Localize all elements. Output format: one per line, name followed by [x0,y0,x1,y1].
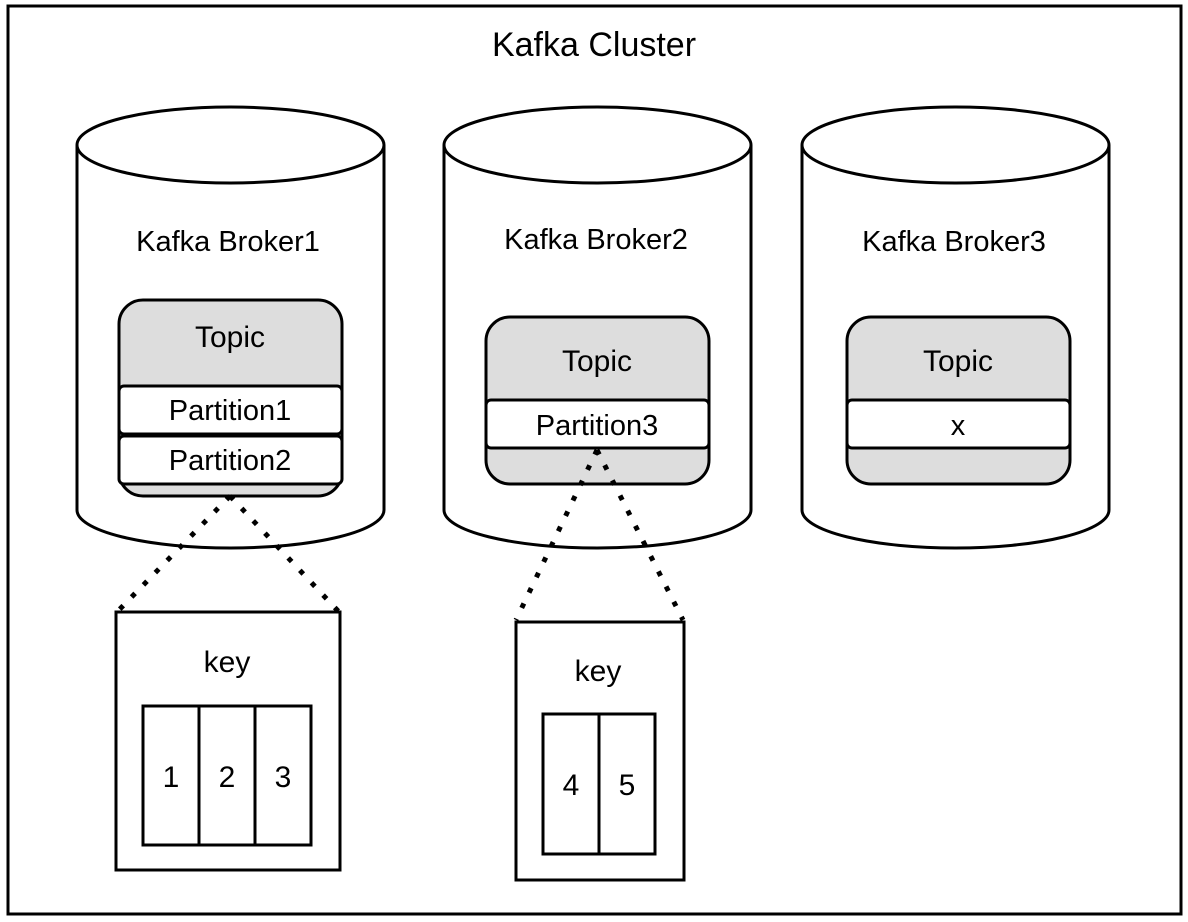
key-cell-value: 2 [219,761,236,794]
broker-3-topic[interactable]: Topic x [845,315,1072,486]
partition-label[interactable]: Partition1 [169,395,292,427]
key-cell [541,712,601,856]
key-label: key [575,655,622,688]
key-cell-value: 5 [619,769,636,802]
key-box-1[interactable]: key 1 2 3 [114,610,342,872]
broker-3-cylinder-top [800,105,1111,185]
key-label: key [204,646,251,679]
key-box-2[interactable]: key 4 5 [514,620,686,882]
topic-label: Topic [923,345,993,378]
broker-2-cylinder-top [442,105,753,185]
broker-3[interactable]: Kafka Broker3 Topic x [800,105,1111,550]
broker-1-name: Kafka Broker1 [136,226,320,258]
broker-2-topic[interactable]: Topic Partition3 [484,315,711,486]
cluster-title: Kafka Cluster [492,26,696,64]
broker-1-topic[interactable]: Topic Partition1 Partition2 [117,298,344,498]
partition-box [845,398,1072,450]
broker-1-cylinder-top [75,105,386,185]
topic-label: Topic [562,345,632,378]
partition-box [484,398,711,450]
partition-box [117,384,344,436]
broker-3-name: Kafka Broker3 [862,226,1046,258]
broker-2-name: Kafka Broker2 [504,224,688,256]
key-cell-value: 4 [563,769,580,802]
key-cell-value: 1 [163,761,180,794]
key-cell-value: 3 [275,761,292,794]
connector-partition3-to-key2 [513,448,686,622]
broker-2[interactable]: Kafka Broker2 Topic Partition3 [442,105,753,550]
topic-label: Topic [195,321,265,354]
broker-1[interactable]: Kafka Broker1 Topic Partition1 Partition… [75,105,386,550]
key-cell [597,712,657,856]
key-cell [253,704,313,847]
partition-label[interactable]: x [951,410,966,442]
partition-label[interactable]: Partition3 [536,410,659,442]
key-cell [141,704,201,847]
partition-label[interactable]: Partition2 [169,445,292,477]
partition-box [117,434,344,486]
